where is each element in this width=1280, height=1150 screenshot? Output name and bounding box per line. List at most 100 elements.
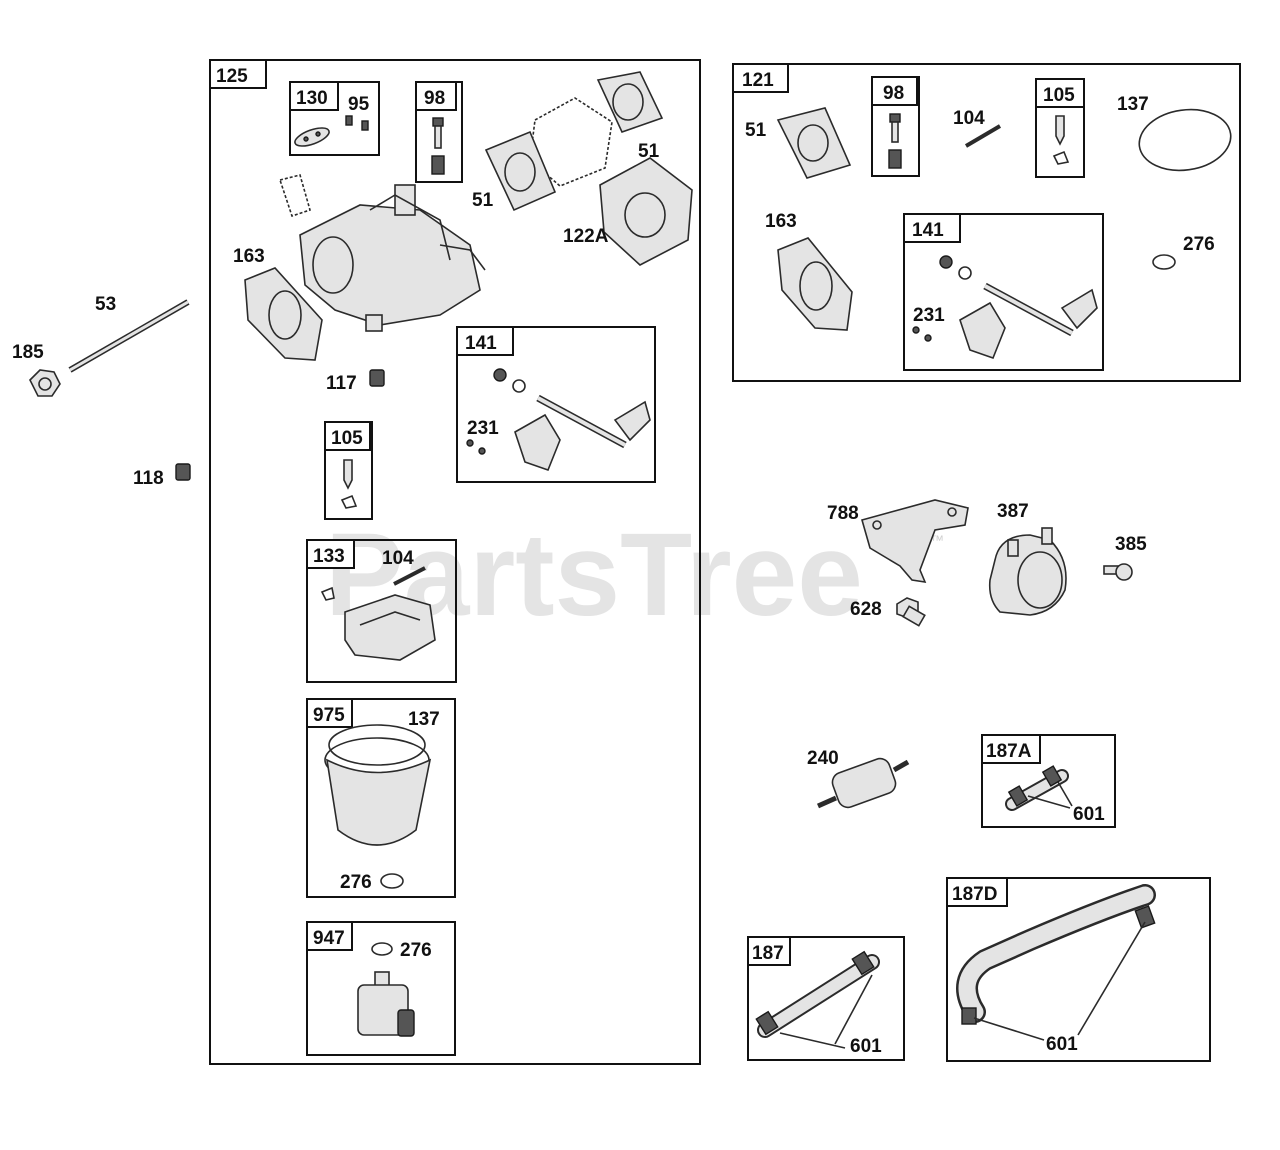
group-130-label: 130 xyxy=(296,88,328,109)
group-125-tag xyxy=(209,59,267,89)
part-gasket-51-right xyxy=(596,71,664,133)
group-105-left-label: 105 xyxy=(331,428,363,449)
part-throttle-shaft-kit xyxy=(912,255,1098,360)
part-solenoid xyxy=(357,942,415,1037)
callout-163-a: 163 xyxy=(233,246,265,267)
group-947-tag xyxy=(306,921,353,951)
part-screw-385 xyxy=(1103,563,1133,581)
group-105-right-label: 105 xyxy=(1043,85,1075,106)
group-141-right-label: 141 xyxy=(912,220,944,241)
part-gasket-163-kit xyxy=(777,237,853,331)
group-187A-tag xyxy=(981,734,1041,764)
callout-118: 118 xyxy=(133,468,164,489)
group-187-label: 187 xyxy=(752,943,784,964)
group-105-left-tag xyxy=(324,421,371,451)
group-125-label: 125 xyxy=(216,66,248,87)
part-fuel-filter-240 xyxy=(816,757,910,809)
callout-104-a: 104 xyxy=(382,548,414,569)
part-insulator-122A xyxy=(599,157,693,266)
part-o-ring-276-kit xyxy=(1152,254,1176,270)
part-carburetor-body xyxy=(278,174,486,332)
group-947-label: 947 xyxy=(313,928,345,949)
group-975-tag xyxy=(306,698,353,728)
group-98-left-tag xyxy=(415,81,457,111)
group-121-frame xyxy=(732,63,1241,382)
group-975-frame xyxy=(306,698,456,898)
callout-788: 788 xyxy=(827,503,859,524)
group-141-right-frame xyxy=(903,213,1104,371)
part-bolt-628 xyxy=(896,597,926,627)
group-187D-tag xyxy=(946,877,1008,907)
callout-601-a: 601 xyxy=(1073,804,1105,825)
callout-601-c: 601 xyxy=(1046,1034,1078,1055)
part-nut-185 xyxy=(29,369,61,397)
part-throttle-shaft-left xyxy=(466,368,651,472)
callout-276-c: 276 xyxy=(1183,234,1215,255)
group-187A-frame xyxy=(981,734,1116,828)
group-133-label: 133 xyxy=(313,546,345,567)
part-fuel-pump-387 xyxy=(988,527,1067,616)
group-105-right-tag xyxy=(1035,78,1085,108)
part-gasket-51-kit xyxy=(776,107,852,179)
part-float-pin xyxy=(320,566,436,661)
callout-185: 185 xyxy=(12,342,44,363)
callout-240: 240 xyxy=(807,748,839,769)
part-bowl-gasket-137 xyxy=(1138,108,1232,172)
group-187-frame xyxy=(747,936,905,1061)
callout-387: 387 xyxy=(997,501,1029,522)
callout-276-b: 276 xyxy=(400,940,432,961)
callout-51-b: 51 xyxy=(472,190,494,211)
part-gasket-163-left xyxy=(244,267,323,361)
group-98-right-tag xyxy=(871,76,918,106)
callout-231-b: 231 xyxy=(913,305,945,326)
part-pump-bracket-788 xyxy=(861,499,969,584)
callout-51-c: 51 xyxy=(745,120,767,141)
group-121-tag xyxy=(732,63,789,93)
callout-104-b: 104 xyxy=(953,108,985,129)
part-screw-spring xyxy=(431,117,445,175)
part-stud-53 xyxy=(68,299,190,373)
group-187-tag xyxy=(747,936,791,966)
group-141-right-tag xyxy=(903,213,961,243)
group-125-frame xyxy=(209,59,701,1065)
group-141-left-frame xyxy=(456,326,656,483)
part-needle-clip-kit xyxy=(1052,115,1070,165)
group-133-tag xyxy=(306,539,355,569)
part-hose-187A xyxy=(1005,765,1073,811)
group-141-left-label: 141 xyxy=(465,333,497,354)
part-hose-187 xyxy=(755,950,880,1049)
part-spacer-outline xyxy=(529,97,613,187)
part-pin-104-kit xyxy=(964,124,1002,148)
part-plate-screws xyxy=(294,115,369,147)
callout-117: 117 xyxy=(326,373,357,394)
group-121-label: 121 xyxy=(742,70,774,91)
part-plug-117 xyxy=(369,369,385,387)
callout-601-b: 601 xyxy=(850,1036,882,1057)
callout-137-b: 137 xyxy=(1117,94,1149,115)
part-float-bowl xyxy=(324,724,432,889)
group-947-frame xyxy=(306,921,456,1056)
part-screw-spring-kit xyxy=(888,113,902,169)
group-141-left-tag xyxy=(456,326,514,356)
callout-137-a: 137 xyxy=(408,709,440,730)
callout-385: 385 xyxy=(1115,534,1147,555)
group-187D-frame xyxy=(946,877,1211,1062)
group-98-left-label: 98 xyxy=(424,88,445,109)
callout-231-a: 231 xyxy=(467,418,499,439)
part-hose-187D xyxy=(956,884,1156,1041)
group-187A-label: 187A xyxy=(986,741,1032,762)
part-gasket-51-left xyxy=(484,130,557,212)
callout-163-b: 163 xyxy=(765,211,797,232)
part-needle-clip-left xyxy=(340,459,358,509)
callout-53: 53 xyxy=(95,294,116,315)
callout-276-a: 276 xyxy=(340,872,372,893)
group-133-frame xyxy=(306,539,457,683)
callout-122A: 122A xyxy=(563,226,609,247)
callout-51-a: 51 xyxy=(638,141,660,162)
callout-628: 628 xyxy=(850,599,882,620)
callout-95: 95 xyxy=(348,94,370,115)
group-98-right-label: 98 xyxy=(883,83,904,104)
group-130-tag xyxy=(289,81,339,111)
